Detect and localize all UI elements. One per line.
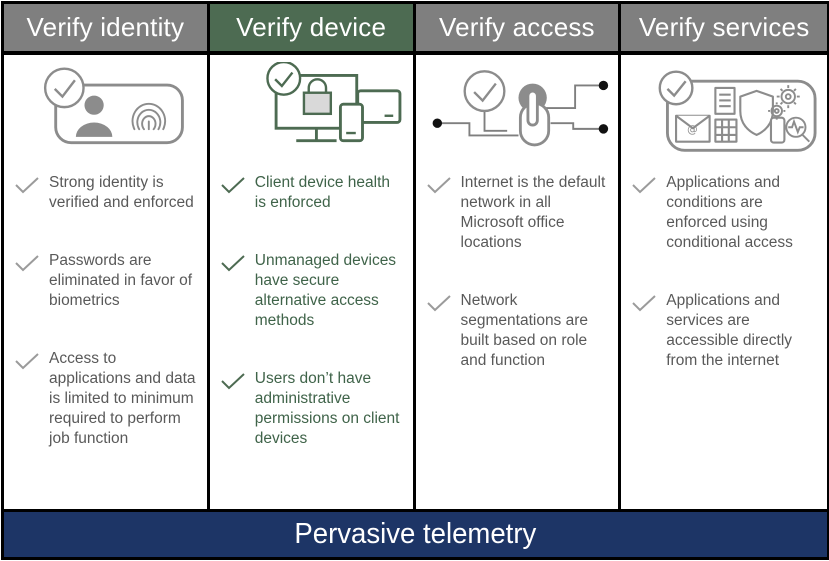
checklist-item-text: Applications and services are accessible… xyxy=(666,292,793,369)
checklist-item: Applications and conditions are enforced… xyxy=(631,173,823,253)
device-health-lock-icon xyxy=(265,62,402,143)
column-body: Strong identity is verified and enforced… xyxy=(4,55,207,509)
touch-network-icon xyxy=(426,61,615,159)
checklist-item: Client device health is enforced xyxy=(220,173,409,213)
checklist-item-text: Strong identity is verified and enforced xyxy=(49,174,194,211)
check-icon xyxy=(221,255,245,272)
checklist-item-text: Passwords are eliminated in favor of bio… xyxy=(49,252,193,309)
column-header-label: Verify device xyxy=(236,12,387,42)
device-health-lock-icon xyxy=(220,61,409,159)
column-body: @ Applications and conditions are enforc… xyxy=(621,55,827,509)
checklist: Internet is the default network in all M… xyxy=(426,173,615,371)
checklist-item-text: Internet is the default network in all M… xyxy=(460,174,606,251)
checklist-item: Strong identity is verified and enforced xyxy=(14,173,203,213)
column-header-verify-access: Verify access xyxy=(415,4,619,55)
services-collection-icon: @ xyxy=(631,61,823,159)
column-verify-access: Verify access Internet is the default ne… xyxy=(415,4,622,509)
column-header-label: Verify identity xyxy=(26,12,185,42)
identity-badge-fingerprint-icon xyxy=(14,61,203,159)
check-icon xyxy=(426,295,451,312)
services-collection-icon: @ xyxy=(658,70,817,152)
column-header-verify-identity: Verify identity xyxy=(4,4,207,55)
check-icon xyxy=(15,353,39,370)
checklist: Strong identity is verified and enforced… xyxy=(14,173,203,449)
checklist-item-text: Users don’t have administrative permissi… xyxy=(254,370,400,447)
check-icon xyxy=(221,373,245,390)
checklist-item-text: Unmanaged devices have secure alternativ… xyxy=(254,252,397,329)
check-icon xyxy=(15,177,39,194)
column-body: Internet is the default network in all M… xyxy=(415,55,619,509)
checklist-item: Network segmentations are built based on… xyxy=(426,291,615,371)
check-icon xyxy=(632,295,656,312)
checklist-item: Access to applications and data is limit… xyxy=(14,349,203,449)
column-header-verify-services: Verify services xyxy=(621,4,827,55)
checklist-item: Applications and services are accessible… xyxy=(631,291,823,371)
checklist-item: Users don’t have administrative permissi… xyxy=(220,369,409,449)
checklist-item-text: Applications and conditions are enforced… xyxy=(666,174,793,251)
column-header-label: Verify access xyxy=(438,12,595,42)
checklist-item-text: Network segmentations are built based on… xyxy=(460,292,589,369)
column-verify-services: Verify services @ xyxy=(621,4,827,509)
identity-badge-fingerprint-icon xyxy=(43,67,184,145)
checklist-item-text: Client device health is enforced xyxy=(254,174,391,211)
check-icon xyxy=(426,177,451,194)
pervasive-telemetry-label: Pervasive telemetry xyxy=(294,518,537,550)
checklist-item: Internet is the default network in all M… xyxy=(426,173,615,253)
check-icon xyxy=(221,177,245,194)
column-verify-identity: Verify identity Strong identity is verif… xyxy=(4,4,210,509)
checklist-item-text: Access to applications and data is limit… xyxy=(49,350,196,447)
column-header-label: Verify services xyxy=(638,12,810,42)
check-icon xyxy=(632,177,656,194)
pervasive-telemetry-bar: Pervasive telemetry xyxy=(4,509,827,557)
check-icon xyxy=(15,255,39,272)
checklist-item: Passwords are eliminated in favor of bio… xyxy=(14,251,203,311)
touch-network-icon xyxy=(432,70,608,147)
columns: Verify identity Strong identity is verif… xyxy=(4,4,827,509)
svg-text:@: @ xyxy=(687,124,698,136)
column-header-verify-device: Verify device xyxy=(209,4,413,55)
column-verify-device: Verify device Client device health is en… xyxy=(209,4,416,509)
checklist: Applications and conditions are enforced… xyxy=(631,173,823,371)
checklist-item: Unmanaged devices have secure alternativ… xyxy=(220,251,409,331)
